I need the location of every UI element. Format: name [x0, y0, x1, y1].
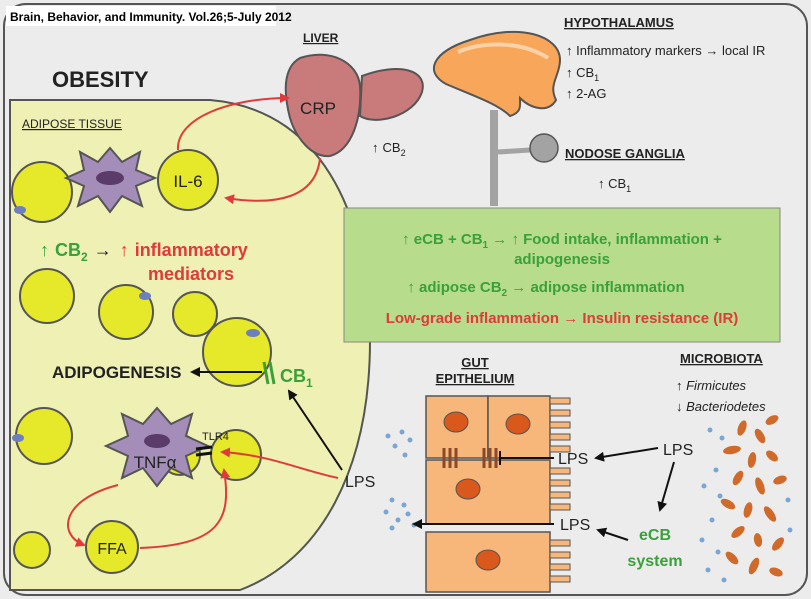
lps-to-ecb-arrow	[657, 461, 675, 512]
cb1-receptor-label: CB1	[280, 366, 313, 390]
il6-label: IL-6	[173, 172, 202, 191]
adipose-cb2-effect: ↑CB2→↑inflammatory	[40, 240, 248, 264]
tnf-label: TNFα	[134, 453, 177, 472]
ffa-label: FFA	[97, 541, 127, 558]
lps-adipose-label: LPS	[345, 474, 375, 491]
citation-box	[6, 6, 276, 26]
nerve-stalk	[490, 110, 498, 206]
lps-gut-label-1: LPS	[558, 451, 588, 468]
liver-cb2-label: ↑CB2	[372, 140, 406, 158]
summary-line1: ↑ eCB + CB1 → ↑ Food intake, inflammatio…	[402, 231, 722, 251]
cb1-receptor	[262, 361, 276, 385]
liver-to-il6-arrow	[224, 157, 321, 205]
gut-label-line2: EPITHELIUM	[436, 371, 515, 386]
microbiota-label: MICROBIOTA	[680, 351, 763, 366]
adipogenesis-label: ADIPOGENESIS	[52, 363, 181, 382]
nucleus	[12, 434, 24, 442]
ffa-cell	[85, 520, 139, 574]
summary-box	[343, 207, 781, 343]
hypothalamus-line3: ↑ 2-AG	[566, 86, 606, 101]
adipocyte	[98, 284, 154, 340]
nodose-connector	[497, 147, 531, 155]
nodose-label: NODOSE GANGLIA	[565, 146, 686, 161]
hypothalamus-line1: ↑ Inflammatory markers → local IR	[566, 43, 765, 58]
enterocyte-nucleus	[505, 413, 531, 435]
gut-label-line1: GUT	[461, 355, 489, 370]
macrophage-nucleus	[96, 171, 124, 185]
citation-text: Brain, Behavior, and Immunity. Vol.26;5-…	[10, 10, 292, 24]
enterocyte-nucleus	[443, 411, 469, 433]
adipose-tissue-label: ADIPOSE TISSUE	[22, 117, 122, 131]
adipocyte	[210, 429, 262, 481]
hypothalamus-label: HYPOTHALAMUS	[564, 15, 674, 30]
ecb-to-lps-arrow	[596, 527, 629, 541]
nucleus	[14, 206, 26, 214]
summary-line2: adipogenesis	[514, 251, 610, 268]
hypothalamus-highlight	[457, 42, 550, 60]
adipocyte-cb1	[202, 317, 272, 387]
lps-dots-microbiota	[699, 427, 793, 583]
il6-cell	[157, 149, 219, 211]
lps-to-tlr4-arrow	[220, 447, 339, 479]
liver-label: LIVER	[303, 31, 339, 45]
adipocyte	[15, 407, 73, 465]
summary-line3: ↑ adipose CB2 → adipose inflammation	[407, 279, 684, 299]
tnf-to-ffa-arrow	[67, 484, 119, 547]
ffa-to-tlr4-arrow	[139, 468, 231, 549]
adipocyte	[19, 268, 75, 324]
enterocyte-nucleus	[475, 549, 501, 571]
nodose-cb1: ↑ CB1	[598, 176, 631, 194]
enterocyte-nucleus	[455, 478, 481, 500]
crp-label: CRP	[300, 99, 336, 118]
tlr4-label: TLR4	[202, 431, 229, 443]
microbiota-to-lps-arrow	[594, 447, 659, 462]
il6-to-liver-arrow	[176, 93, 290, 151]
inflammatory-mediators-label: mediators	[148, 264, 234, 284]
adipocyte	[13, 531, 51, 569]
microbiota-lps: LPS	[663, 442, 693, 459]
tlr4-receptor	[195, 445, 213, 457]
obesity-title: OBESITY	[52, 67, 149, 92]
lps-gut-label-2: LPS	[560, 517, 590, 534]
ecb-system-line2: system	[627, 553, 682, 570]
lps-to-cb1-arrow	[287, 389, 343, 471]
bacteria-cluster	[720, 415, 787, 577]
microbiota-line1: ↑ Firmicutes	[676, 378, 747, 393]
enterocyte	[425, 459, 551, 525]
nodose-ganglion	[529, 133, 559, 163]
gut-cells	[425, 395, 571, 593]
microbiota-line2: ↓ Bacteriodetes	[676, 399, 766, 414]
tnf-nucleus	[144, 434, 170, 448]
lps-dots-gut	[383, 429, 417, 531]
nucleus	[139, 292, 151, 300]
liver-right-lobe	[358, 68, 424, 121]
hypothalamus-shape	[433, 30, 562, 118]
nucleus	[246, 329, 260, 337]
ecb-system-line1: eCB	[639, 527, 671, 544]
summary-line4: Low-grade inflammation → Insulin resista…	[386, 310, 739, 327]
hypothalamus-line2: ↑ CB1	[566, 65, 599, 83]
adipocyte	[172, 291, 218, 337]
adipocyte	[11, 161, 73, 223]
